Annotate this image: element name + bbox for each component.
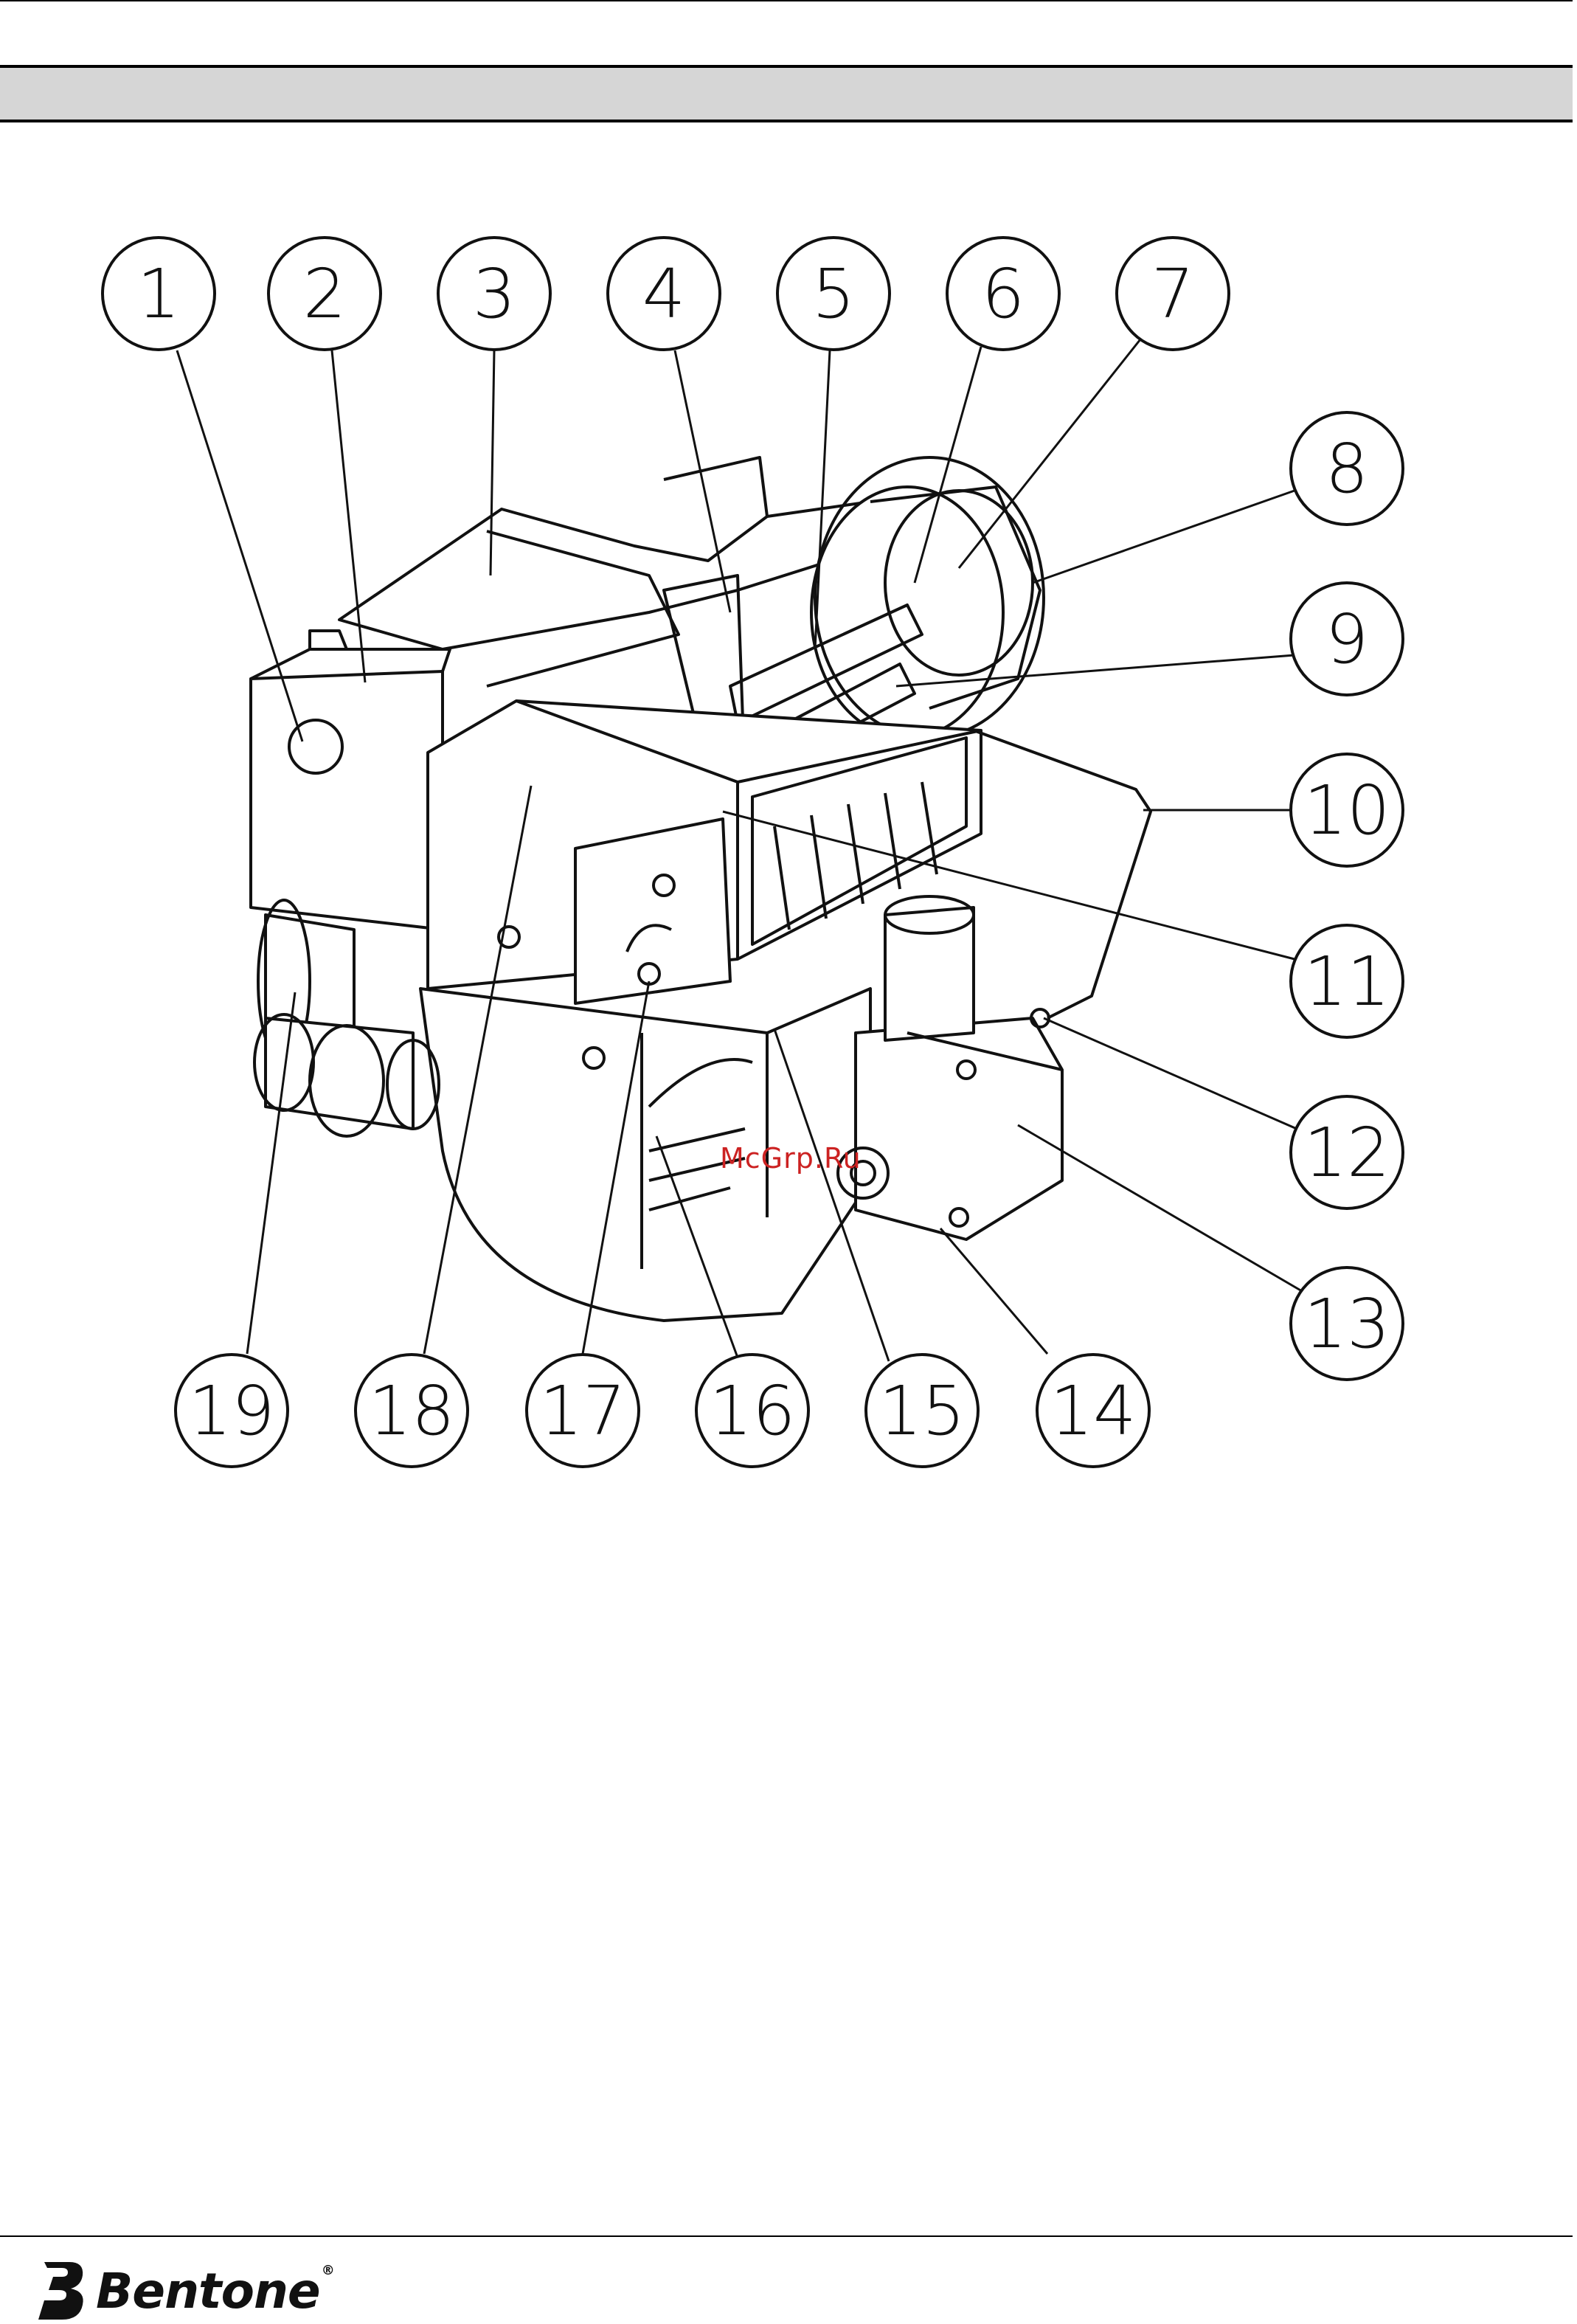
callout-label: 6 [982,255,1025,333]
callout-19: 19 [176,1355,288,1467]
watermark-text: McGrp.Ru [720,1142,862,1175]
callout-4: 4 [608,238,720,350]
callout-8: 8 [1291,412,1403,525]
callout-label: 13 [1303,1284,1390,1363]
bentone-mark-icon [37,2259,89,2323]
callout-label: 10 [1303,771,1390,850]
burner-diagram: 1 2 3 4 5 6 7 8 [0,0,1577,1549]
callout-label: 2 [303,255,347,333]
callout-label: 17 [539,1372,625,1450]
callout-13: 13 [1291,1268,1403,1380]
callout-1: 1 [103,238,215,350]
callout-7: 7 [1117,238,1229,350]
callout-label: 19 [188,1372,274,1450]
callout-18: 18 [356,1355,468,1467]
callout-label: 9 [1325,600,1369,679]
callout-10: 10 [1291,754,1403,866]
callout-label: 12 [1303,1113,1390,1192]
callout-label: 11 [1303,942,1390,1021]
callout-label: 7 [1151,255,1195,333]
callout-14: 14 [1037,1355,1149,1467]
callout-2: 2 [268,238,381,350]
callout-9: 9 [1291,583,1403,695]
callout-16: 16 [696,1355,808,1467]
bentone-logo: Bentone® [37,2258,334,2324]
callout-label: 8 [1325,429,1369,508]
callout-12: 12 [1291,1096,1403,1208]
callout-label: 15 [878,1372,965,1450]
footer-rule [0,2235,1573,2237]
logo-wordmark: Bentone® [96,2263,334,2320]
callout-label: 14 [1050,1372,1136,1450]
callout-11: 11 [1291,925,1403,1037]
callout-label: 1 [137,255,181,333]
callout-label: 3 [473,255,516,333]
callout-3: 3 [438,238,550,350]
callout-label: 18 [368,1372,454,1450]
callout-6: 6 [947,238,1059,350]
callout-5: 5 [777,238,890,350]
registered-mark: ® [322,2263,334,2278]
callout-15: 15 [866,1355,978,1467]
callout-label: 5 [812,255,856,333]
callout-17: 17 [527,1355,639,1467]
callout-label: 16 [709,1372,795,1450]
callout-label: 4 [642,255,686,333]
burner-illustration [251,457,1151,1321]
